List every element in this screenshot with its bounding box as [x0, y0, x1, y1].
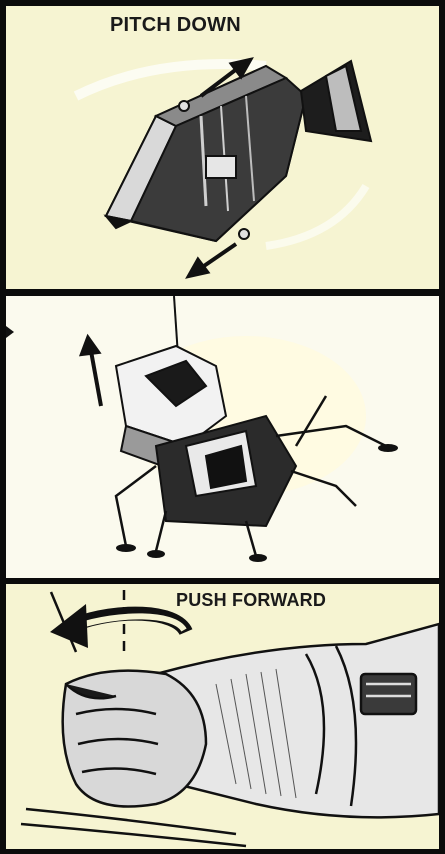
command-service-module-icon — [6, 6, 439, 289]
panel-caption: PUSH FORWARD — [176, 590, 326, 611]
panel-lunar-module — [6, 296, 439, 578]
gloved-hand-controller-icon — [6, 584, 439, 849]
panel-caption: PITCH DOWN — [110, 14, 241, 37]
lunar-module-icon — [6, 296, 439, 578]
panel-push-forward: PUSH FORWARD — [6, 584, 439, 849]
panel-pitch-down: PITCH DOWN — [6, 6, 439, 289]
